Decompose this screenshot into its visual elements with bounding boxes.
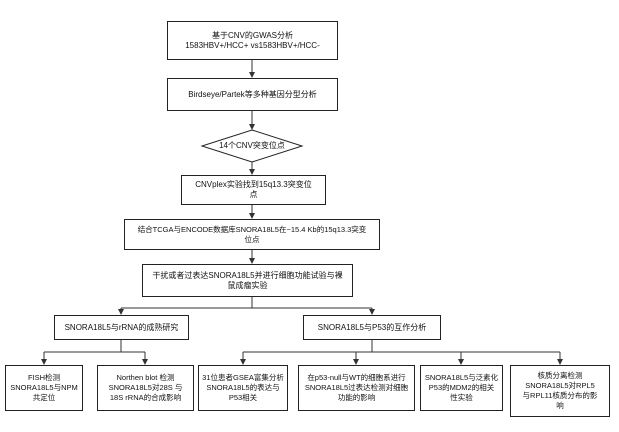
node-text-line: 基于CNV的GWAS分析 — [211, 30, 294, 40]
node-text-line: SNORA18L5与rRNA的成熟研究 — [64, 322, 179, 332]
gwas-analysis-box: 基于CNV的GWAS分析 1583HBV+/HCC+ vs1583HBV+/HC… — [167, 21, 338, 60]
node-text-line: SNORA18L5过表达检测对细胞 — [304, 383, 409, 392]
node-text-line: SNORA18L5的表达与 — [206, 383, 280, 392]
nucleocytoplasmic-box: 核质分离检测 SNORA18L5对RPL5 与RPL11核质分布的影 响 — [510, 365, 610, 417]
node-text-line: Birdseye/Partek等多种基因分型分析 — [188, 89, 317, 99]
node-text-line: 18S rRNA的合成影响 — [109, 393, 182, 402]
node-text-line: 在p53-null与WT的细胞系进行 — [307, 373, 406, 382]
genotyping-analysis-box: Birdseye/Partek等多种基因分型分析 — [167, 78, 338, 111]
node-text-line: SNORA18L5与NPM — [10, 383, 78, 392]
node-text-line: Northen blot 检测 — [116, 373, 175, 382]
rrna-maturation-box: SNORA18L5与rRNA的成熟研究 — [54, 315, 189, 340]
cnvplex-box: CNVplex实验找到15q13.3突变位 点 — [181, 175, 326, 205]
node-text-line: 1583HBV+/HCC+ vs1583HBV+/HCC- — [185, 40, 320, 50]
node-text-line: 结合TCGA与ENCODE数据库SNORA18L5在~15.4 Kb的15q13… — [137, 224, 367, 234]
node-text-line: 与RPL11核质分布的影 — [522, 391, 598, 400]
node-text-line: CNVplex实验找到15q13.3突变位 — [195, 180, 312, 189]
node-text-line: SNORA18L5与泛素化 — [424, 373, 499, 382]
node-text-line: P53的MDM2的相关 — [428, 383, 495, 392]
fish-box: FISH检测 SNORA18L5与NPM 共定位 — [5, 365, 83, 411]
node-text-line: SNORA18L5对RPL5 — [525, 381, 595, 390]
node-text-line: 31位患者GSEA富集分析 — [202, 373, 284, 382]
node-text-line: 功能的影响 — [337, 393, 376, 402]
node-text-line: 性实验 — [450, 393, 473, 402]
node-text-line: 位点 — [244, 234, 260, 244]
node-text-line: 14个CNV突变位点 — [219, 141, 285, 150]
node-text-line: P53相关 — [228, 393, 258, 402]
functional-assay-box: 干扰或者过表达SNORA18L5并进行细胞功能试验与裸 鼠成瘤实验 — [142, 264, 353, 297]
gsea-box: 31位患者GSEA富集分析 SNORA18L5的表达与 P53相关 — [198, 365, 288, 411]
cnv-sites-diamond: 14个CNV突变位点 — [202, 130, 302, 162]
node-text-line: 干扰或者过表达SNORA18L5并进行细胞功能试验与裸 — [152, 270, 343, 280]
node-text-line: 响 — [556, 401, 564, 410]
northern-blot-box: Northen blot 检测 SNORA18L5对28S 与 18S rRNA… — [97, 365, 194, 411]
node-text-line: SNORA18L5对28S 与 — [108, 383, 183, 392]
node-text-line: 点 — [249, 190, 258, 199]
p53-null-wt-box: 在p53-null与WT的细胞系进行 SNORA18L5过表达检测对细胞 功能的… — [298, 365, 415, 411]
mdm2-box: SNORA18L5与泛素化 P53的MDM2的相关 性实验 — [420, 365, 503, 411]
node-text-line: 核质分离检测 — [537, 371, 583, 380]
node-text-line: FISH检测 — [27, 373, 61, 382]
tcga-encode-box: 结合TCGA与ENCODE数据库SNORA18L5在~15.4 Kb的15q13… — [124, 219, 380, 250]
node-text-line: SNORA18L5与P53的互作分析 — [317, 322, 427, 332]
node-text-line: 共定位 — [32, 393, 56, 402]
p53-interaction-box: SNORA18L5与P53的互作分析 — [303, 315, 441, 340]
node-text-line: 鼠成瘤实验 — [227, 280, 268, 290]
